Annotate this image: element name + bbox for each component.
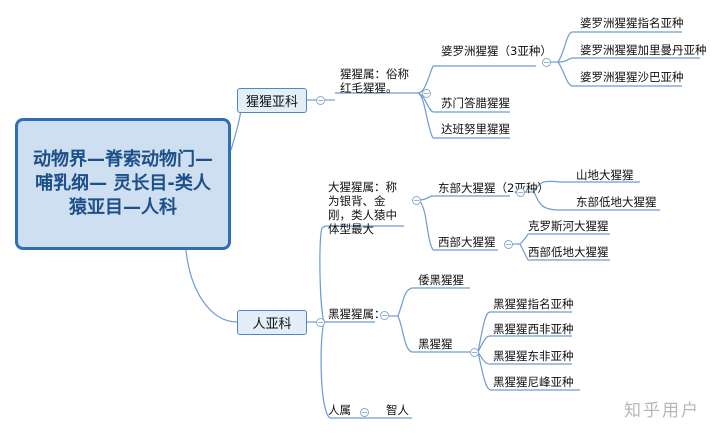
genus-gorilla[interactable]: 大猩猩属：称为银背、金刚，类人猿中体型最大 [328,180,397,236]
branch-ponginae[interactable]: 猩猩亚科 [237,88,307,113]
subspecies-western-lowland-gorilla[interactable]: 西部低地大猩猩 [528,245,609,259]
subspecies-borneo-2[interactable]: 婆罗洲猩猩加里曼丹亚种 [580,43,707,57]
collapse-gorilla-icon[interactable]: − [412,196,421,205]
species-borneo[interactable]: 婆罗洲猩猩（3亚种） [441,44,552,58]
collapse-homo-icon[interactable]: − [360,408,369,417]
collapse-pongo-icon[interactable]: − [422,89,431,98]
species-chimpanzee[interactable]: 黑猩猩 [418,337,453,351]
subspecies-eastern-lowland-gorilla[interactable]: 东部低地大猩猩 [576,195,657,209]
species-eastern-gorilla[interactable]: 东部大猩猩（2亚种） [438,181,549,195]
collapse-eastern-gorilla-icon[interactable]: − [516,188,525,197]
subspecies-chimp-2[interactable]: 黑猩猩西非亚种 [493,322,574,336]
branch-homininae[interactable]: 人亚科 [237,310,307,335]
collapse-borneo-icon[interactable]: − [542,58,551,67]
collapse-ponginae-icon[interactable]: − [316,96,325,105]
subspecies-borneo-1[interactable]: 婆罗洲猩猩指名亚种 [580,16,684,30]
species-tapanuli[interactable]: 达班努里猩猩 [441,122,510,136]
species-western-gorilla[interactable]: 西部大猩猩 [438,235,496,249]
collapse-western-gorilla-icon[interactable]: − [504,240,513,249]
genus-pan[interactable]: 黑猩猩属： [328,307,386,321]
collapse-pan-icon[interactable]: − [380,311,389,320]
root-node[interactable]: 动物界—脊索动物门—哺乳纲— 灵长目-类人猿亚目—人科 [15,118,231,250]
subspecies-chimp-3[interactable]: 黑猩猩东非亚种 [493,349,574,363]
branch-homininae-label: 人亚科 [252,317,292,332]
watermark: 知乎用户 [624,401,700,421]
species-bonobo[interactable]: 倭黑猩猩 [418,273,464,287]
collapse-chimpanzee-icon[interactable]: − [470,348,479,357]
subspecies-chimp-1[interactable]: 黑猩猩指名亚种 [493,297,574,311]
species-sumatra[interactable]: 苏门答腊猩猩 [441,96,510,110]
species-sapiens[interactable]: 智人 [386,403,409,417]
genus-homo[interactable]: 人属 [328,403,351,417]
subspecies-chimp-4[interactable]: 黑猩猩尼峰亚种 [493,375,574,389]
subspecies-mountain-gorilla[interactable]: 山地大猩猩 [576,168,634,182]
collapse-homininae-icon[interactable]: − [316,318,325,327]
subspecies-cross-river-gorilla[interactable]: 克罗斯河大猩猩 [528,219,609,233]
root-label: 动物界—脊索动物门—哺乳纲— 灵长目-类人猿亚目—人科 [33,149,213,218]
genus-pongo[interactable]: 猩猩属：俗称红毛猩猩。 [340,67,409,95]
branch-ponginae-label: 猩猩亚科 [245,95,298,110]
subspecies-borneo-3[interactable]: 婆罗洲猩猩沙巴亚种 [580,70,684,84]
